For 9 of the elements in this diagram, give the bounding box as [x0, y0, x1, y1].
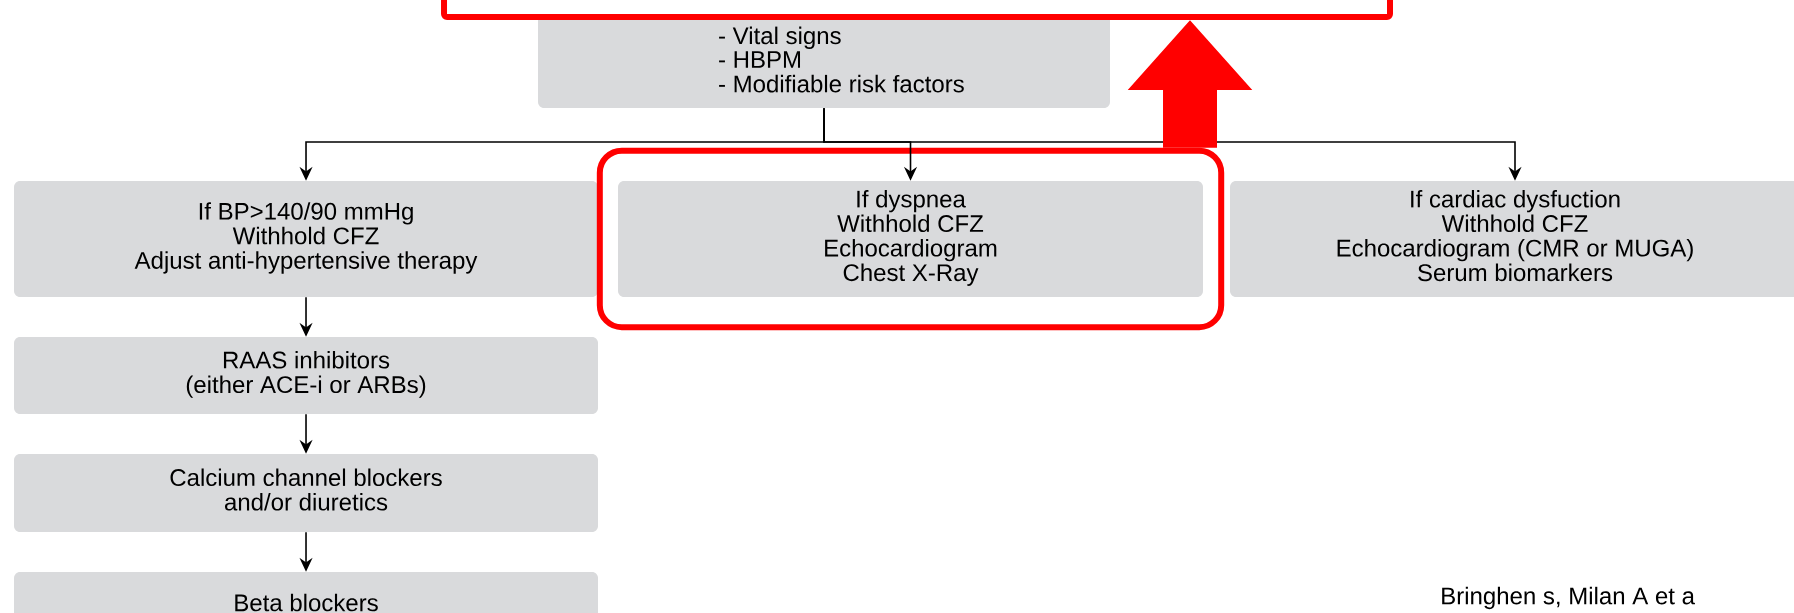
- process-box: If dyspnea Withhold CFZ Echocardiogram Chest X-Ray: [618, 181, 1203, 297]
- process-box: Beta blockers: [14, 572, 598, 613]
- process-box: RAAS inhibitors (either ACE-i or ARBs): [14, 337, 598, 414]
- highlight-box: [596, 147, 1225, 331]
- citation-text: Bringhen s, Milan A et a: [1442, 586, 1695, 610]
- process-box: Calcium channel blockers and/or diuretics: [14, 454, 598, 532]
- highlight-box: [441, 0, 1393, 20]
- process-box: If cardiac dysfuction Withhold CFZ Echocardiogram (CMR or MUGA) Serum biomarkers: [1230, 181, 1794, 297]
- process-box: If BP>140/90 mmHg Withhold CFZ Adjust anti-hypertensive therapy: [14, 181, 598, 297]
